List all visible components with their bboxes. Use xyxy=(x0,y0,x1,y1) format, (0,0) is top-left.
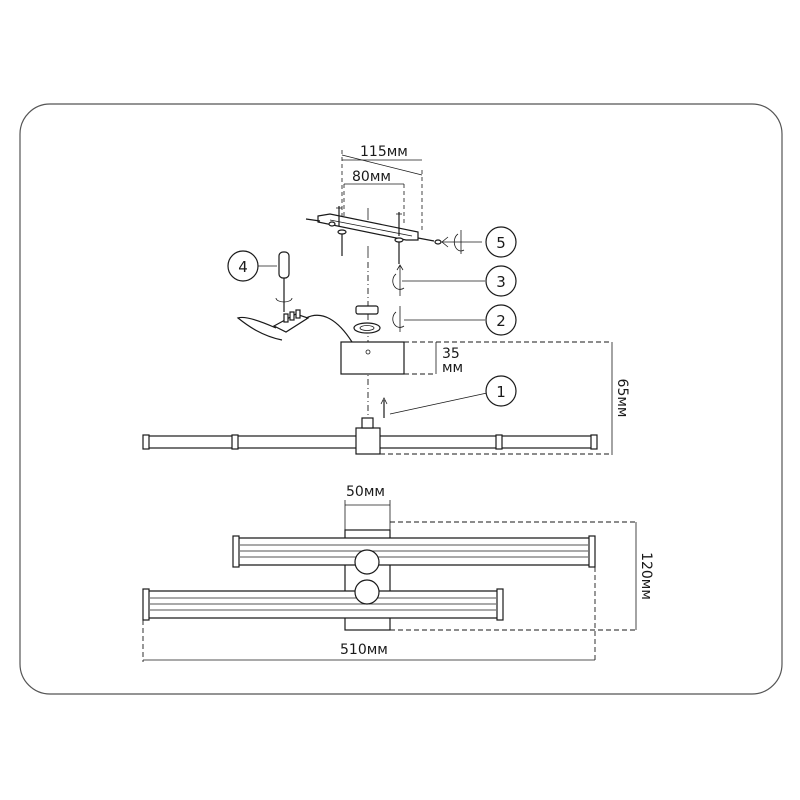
callout-number: 4 xyxy=(238,258,248,276)
callout-2 xyxy=(485,304,517,336)
callout-number: 2 xyxy=(496,312,506,330)
arrow-head-icon xyxy=(380,397,388,405)
end-cap xyxy=(142,434,150,450)
callout-number: 1 xyxy=(496,383,506,401)
lamp-bar-lower xyxy=(145,590,501,619)
callout-number: 5 xyxy=(496,234,506,252)
callout-5 xyxy=(485,226,517,258)
terminal xyxy=(283,313,289,323)
diagram-frame xyxy=(19,103,783,695)
canopy-hole xyxy=(365,349,371,355)
callout-3 xyxy=(485,265,517,297)
screwdriver-handle xyxy=(278,251,290,279)
washer xyxy=(328,221,336,227)
dim-canopy-height: 35 xyxy=(442,346,460,362)
dim-total-height-group: 65мм xyxy=(611,342,630,455)
rotate-icon xyxy=(392,311,405,328)
end-cap xyxy=(232,535,240,568)
callout-leader xyxy=(389,392,488,415)
terminal xyxy=(295,309,301,319)
dim-line-115 xyxy=(341,154,423,176)
washer xyxy=(434,239,442,245)
wire xyxy=(305,314,353,343)
washer xyxy=(353,322,381,334)
mounting-bracket-group: 115мм 80мм xyxy=(305,144,442,264)
pivot-joint xyxy=(354,579,380,605)
callout-number: 3 xyxy=(496,273,506,291)
lamp-top-view: 50мм 120мм 510мм xyxy=(142,484,654,662)
side-screw-right xyxy=(417,237,435,242)
dim-total-length: 510мм xyxy=(340,642,388,658)
arrow-up-icon xyxy=(396,264,404,271)
wire xyxy=(236,316,283,341)
side-screw-left xyxy=(305,218,321,222)
callout-1-group: 1 xyxy=(380,375,517,418)
canopy xyxy=(340,341,405,375)
bar-joint xyxy=(495,434,503,450)
callout-5-group: 5 xyxy=(441,226,517,258)
mount-stud xyxy=(361,417,374,429)
anchor-head xyxy=(394,237,404,243)
rotate-icon xyxy=(453,233,465,252)
pivot-joint xyxy=(354,549,380,575)
callout-1 xyxy=(485,375,517,407)
canopy-group: 35 мм xyxy=(340,341,612,376)
nut xyxy=(355,305,379,315)
bracket-edge xyxy=(329,219,413,237)
callout-2-group: 2 xyxy=(353,304,517,336)
end-cap xyxy=(496,588,504,621)
dim-canopy-unit: мм xyxy=(442,360,463,376)
callout-4-group: 4 xyxy=(227,250,353,343)
end-cap xyxy=(588,535,596,568)
lamp-bar-upper xyxy=(235,537,593,566)
rotate-icon xyxy=(392,273,405,290)
arrow-icon xyxy=(441,236,449,248)
anchor-head xyxy=(337,229,347,235)
dim-hole-spacing: 80мм xyxy=(352,169,391,185)
bracket-plate xyxy=(317,213,419,241)
terminal xyxy=(289,311,295,321)
dim-total-height: 65мм xyxy=(614,379,630,418)
dim-canopy-width: 50мм xyxy=(346,484,385,500)
washer-hole xyxy=(359,325,375,331)
dim-bracket-width: 115мм xyxy=(360,144,408,160)
lamp-side-view xyxy=(142,417,612,455)
bar-joint xyxy=(231,434,239,450)
callout-3-group: 3 xyxy=(392,264,517,297)
rotate-icon xyxy=(275,297,293,303)
end-cap xyxy=(142,588,150,621)
dim-total-depth: 120мм xyxy=(638,552,654,600)
end-cap xyxy=(590,434,598,450)
lamp-mount xyxy=(355,427,381,455)
